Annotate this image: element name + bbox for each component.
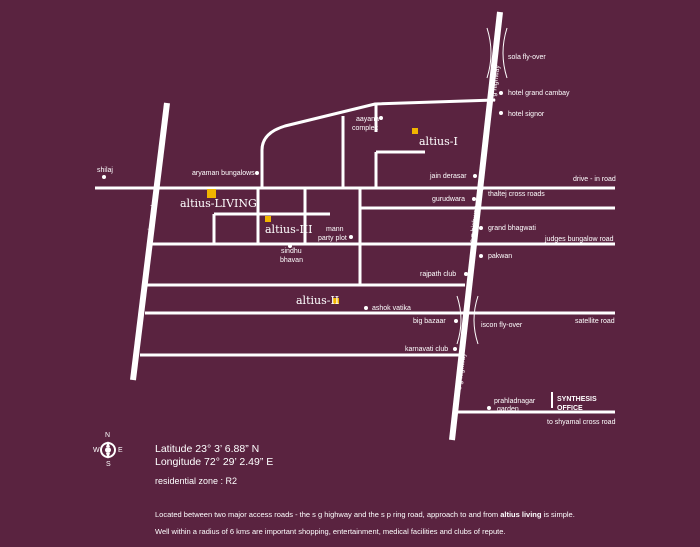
label-pakwan: pakwan <box>488 253 512 260</box>
marker-altius-2 <box>333 298 339 304</box>
description-bold: altius living <box>500 510 542 519</box>
upper-curve-road <box>260 98 496 188</box>
dot-jain-derasar <box>473 174 477 178</box>
sola-flyover-bracket <box>486 27 492 79</box>
dot-pakwan <box>479 254 483 258</box>
label-sindhu-1: sindhu <box>281 248 302 255</box>
dot-grand-bhagwati <box>479 226 483 230</box>
sg-highway-road <box>449 11 503 441</box>
compass-icon: N S W E <box>93 432 123 468</box>
dot-shilaj <box>102 175 106 179</box>
marker-altius-3 <box>265 216 271 222</box>
label-satellite-road: satellite road <box>575 318 615 325</box>
label-synthesis-2: OFFICE <box>557 405 583 412</box>
description-line-2: Well within a radius of 6 kms are import… <box>155 527 506 536</box>
label-sola-flyover: sola fly-over <box>508 54 546 61</box>
compass-s: S <box>106 461 111 468</box>
label-shyamal-road: to shyamal cross road <box>547 419 616 426</box>
label-drive-in-road: drive - in road <box>573 176 616 183</box>
iscon-flyover-bracket <box>456 295 462 345</box>
dot-aayana <box>379 116 383 120</box>
dot-sindhu <box>288 244 292 248</box>
description-line-1: Located between two major access roads -… <box>155 506 685 523</box>
compass-w: W <box>93 447 100 454</box>
sola-flyover-bracket-r <box>502 27 508 79</box>
label-mann-1: mann <box>326 226 344 233</box>
label-grand-bhagwati: grand bhagwati <box>488 225 536 232</box>
label-mann-2: party plot <box>318 235 347 242</box>
dot-ashok <box>364 306 368 310</box>
label-judges-bungalow-road: judges bungalow road <box>544 236 614 243</box>
iscon-flyover-bracket-r <box>473 295 479 345</box>
compass-e: E <box>118 447 123 454</box>
label-synthesis-1: SYNTHESIS <box>557 396 597 403</box>
label-shilaj: shilaj <box>97 167 113 174</box>
label-big-bazaar: big bazaar <box>413 318 446 325</box>
label-altius-2: altius-II <box>296 294 339 307</box>
label-aayana-1: aayana <box>356 116 379 123</box>
dot-hotel-grand-cambay <box>499 91 503 95</box>
dot-aryaman <box>255 171 259 175</box>
label-sg-highway-bottom: s g highway <box>456 352 468 390</box>
label-gurudwara: gurudwara <box>432 196 465 203</box>
label-karnavati-club: karnavati club <box>405 346 448 353</box>
latitude-text: Latitude 23° 3’ 6.88” N <box>155 443 260 455</box>
label-prahladnagar-2: garden <box>497 406 519 413</box>
label-altius-3: altius-III <box>265 223 313 236</box>
dot-prahladnagar <box>487 406 491 410</box>
label-prahladnagar-1: prahladnagar <box>494 398 536 405</box>
label-jain-derasar: jain derasar <box>429 173 467 180</box>
dot-hotel-signor <box>499 111 503 115</box>
label-ashok-vatika: ashok vatika <box>372 305 411 312</box>
label-aayana-2: complex <box>352 125 379 132</box>
label-aryaman-bungalows: aryaman bungalows <box>192 170 255 177</box>
label-iscon-flyover: iscon fly-over <box>481 322 523 329</box>
coordinates-block: Latitude 23° 3’ 6.88” N Longitude 72° 29… <box>155 443 273 468</box>
sp-ring-road <box>130 102 170 381</box>
label-rajpath-club: rajpath club <box>420 271 456 278</box>
compass-n: N <box>105 432 110 439</box>
label-sp-ring-road: s.p.ring road <box>146 205 158 245</box>
label-hotel-signor: hotel signor <box>508 111 545 118</box>
label-sg-highway-top: s g highway <box>490 64 502 102</box>
description-part-2: is simple. <box>541 510 575 519</box>
description-part-1: Located between two major access roads -… <box>155 510 501 519</box>
marker-altius-1 <box>412 128 418 134</box>
zone-text: residential zone : R2 <box>155 476 238 486</box>
label-sg-highway-mid: s g highway <box>469 205 481 243</box>
dot-thaltej <box>478 185 484 191</box>
description-block: Located between two major access roads -… <box>155 506 685 540</box>
dot-gurudwara <box>472 197 476 201</box>
label-thaltej-cross-roads: thaltej cross roads <box>488 191 545 198</box>
dot-mann <box>349 235 353 239</box>
label-altius-living: altius-LIVING <box>180 197 257 210</box>
marker-altius-living <box>207 189 216 198</box>
dot-big-bazaar <box>454 319 458 323</box>
longitude-text: Longitude 72° 29’ 2.49” E <box>155 455 274 468</box>
label-hotel-grand-cambay: hotel grand cambay <box>508 90 570 97</box>
dot-karnavati <box>453 347 457 351</box>
label-sindhu-2: bhavan <box>280 257 303 264</box>
label-altius-1: altius-I <box>419 135 458 148</box>
dot-rajpath <box>464 272 468 276</box>
